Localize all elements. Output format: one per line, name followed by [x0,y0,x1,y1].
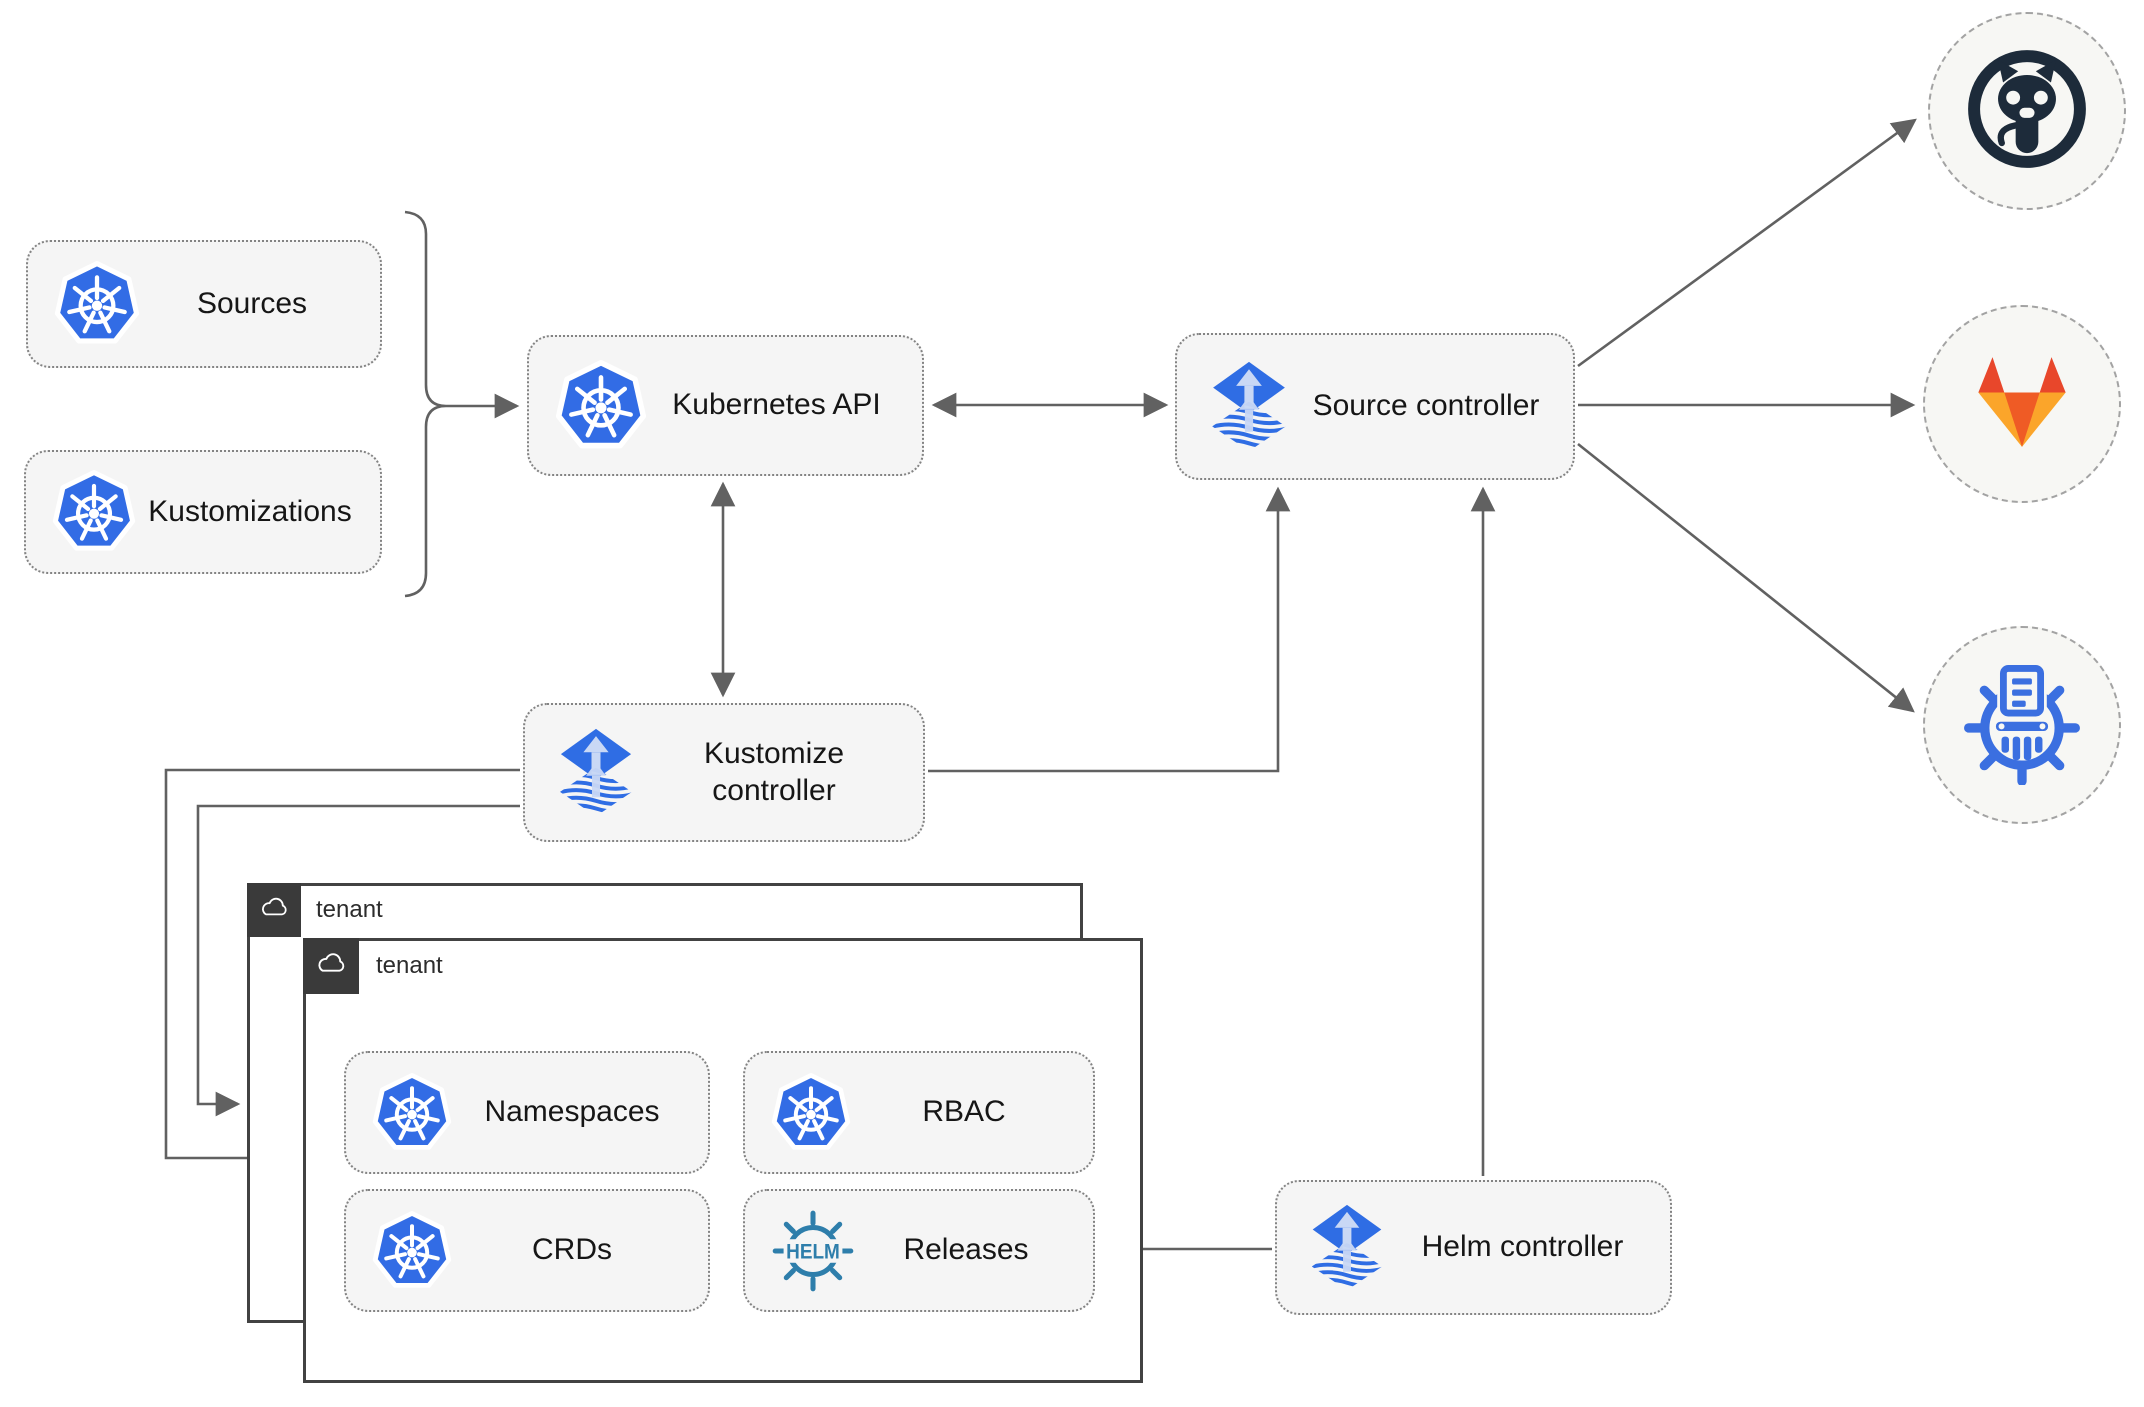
releases-label: Releases [903,1233,1029,1267]
kubernetes-api-node: Kubernetes API [527,335,924,476]
helm-icon: HELM [771,1209,855,1293]
edge-source-controller-chartmuseum [1577,442,1915,713]
chartmuseum-icon [1960,661,2084,790]
inner-tenant-header [303,938,359,994]
rbac-label: RBAC [922,1095,1006,1129]
rbac-node: RBAC [743,1051,1095,1174]
kustomizations-node: Kustomizations [24,450,382,574]
kustomize-controller-node: Kustomize controller [523,703,925,842]
flux-icon [1203,361,1295,453]
source-controller-label: Source controller [1312,389,1540,423]
kubernetes-api-label: Kubernetes API [672,388,881,422]
crds-label: CRDs [532,1233,612,1267]
github-endpoint [1928,12,2126,210]
kubernetes-icon [372,1073,452,1153]
outer-tenant-label: tenant [316,896,383,923]
chartmuseum-endpoint [1923,626,2121,824]
namespaces-label: Namespaces [484,1095,660,1129]
inner-tenant-label: tenant [376,952,443,979]
source-controller-node: Source controller [1175,333,1575,480]
flux-icon [551,728,641,818]
inner-tenant-box: tenant Namespaces RBAC CRDs [303,938,1143,1383]
github-icon [1964,46,2090,177]
edge-source-controller-github [1577,118,1917,368]
outer-tenant-header [247,883,301,937]
sources-node: Sources [26,240,382,368]
flux-icon [1303,1204,1391,1292]
cloud-icon [310,943,352,990]
helm-controller-label: Helm controller [1421,1230,1624,1264]
kubernetes-icon [555,360,647,452]
kubernetes-icon [771,1073,851,1153]
helm-wordmark: HELM [786,1240,840,1263]
releases-node: HELM Releases [743,1189,1095,1312]
kustomize-controller-label: Kustomize controller [703,736,845,807]
sources-label: Sources [196,286,308,320]
kubernetes-icon [372,1211,452,1291]
crds-node: CRDs [344,1189,710,1312]
kubernetes-icon [52,470,136,554]
edge-kustomize-controller-source-controller [928,486,1291,773]
gitlab-icon [1963,343,2081,466]
kubernetes-icon [54,261,140,347]
helm-controller-node: Helm controller [1275,1180,1672,1315]
edge-bracket-sources-kustomizations [404,210,447,598]
namespaces-node: Namespaces [344,1051,710,1174]
cloud-icon [254,888,294,933]
gitlab-endpoint [1923,305,2121,503]
kustomizations-label: Kustomizations [148,494,352,528]
